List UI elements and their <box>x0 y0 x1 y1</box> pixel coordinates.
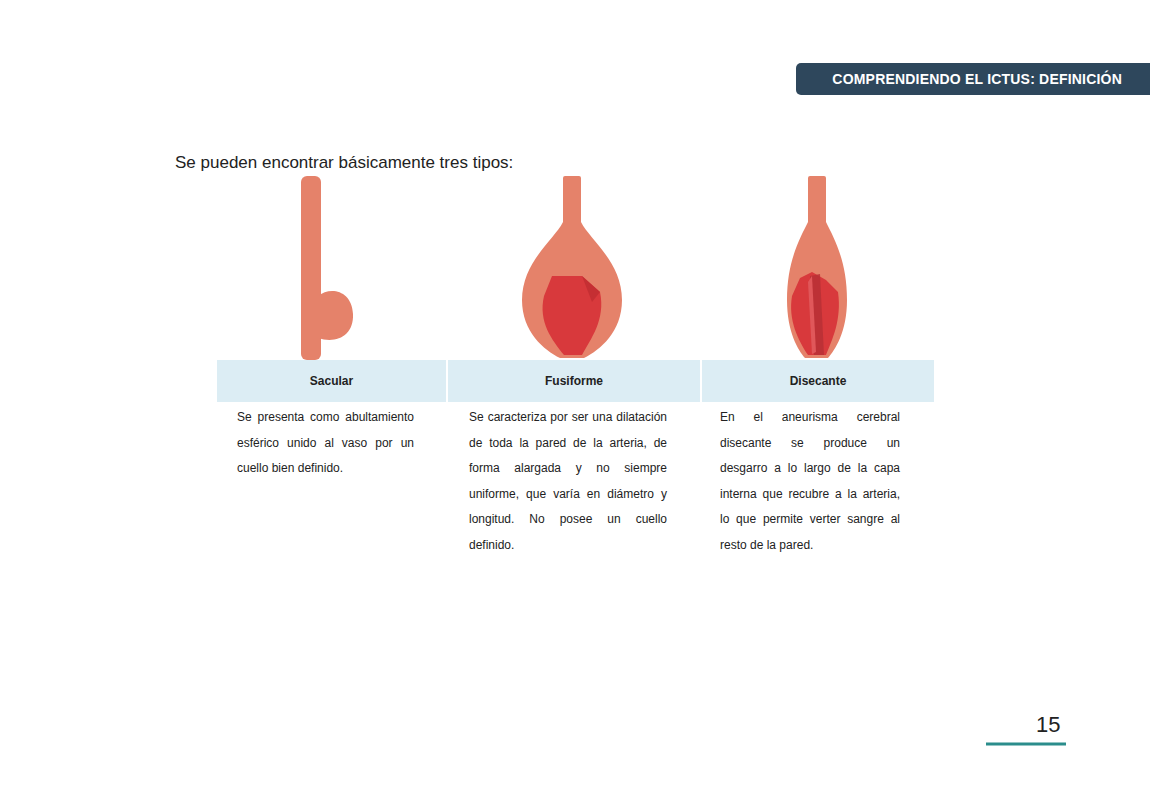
cell-text: Sacular <box>310 374 353 388</box>
page-underline <box>986 743 1066 746</box>
page-number: 15 <box>1036 712 1076 738</box>
cell-text: COMPRENDIENDO EL ICTUS: DEFINICIÓN <box>832 71 1122 87</box>
table-header-cell: Disecante <box>702 360 934 402</box>
table-header-cell: Fusiforme <box>448 360 700 402</box>
fusiform-aneurysm <box>522 176 622 358</box>
table-header-cell: Sacular <box>217 360 446 402</box>
table-cell: Se presenta como abultamiento esférico u… <box>237 405 414 482</box>
saccular-aneurysm <box>301 176 353 360</box>
intro-sentence: Se pueden encontrar básicamente tres tip… <box>175 153 513 173</box>
cell-text: Disecante <box>790 374 847 388</box>
cell-text: Fusiforme <box>545 374 603 388</box>
header-bar: COMPRENDIENDO EL ICTUS: DEFINICIÓN <box>796 63 1150 95</box>
dissecting-aneurysm <box>787 176 847 358</box>
table-cell: Se caracteriza por ser una dilatación de… <box>469 405 667 558</box>
table-cell: En el aneurisma cerebral disecante se pr… <box>720 405 900 558</box>
